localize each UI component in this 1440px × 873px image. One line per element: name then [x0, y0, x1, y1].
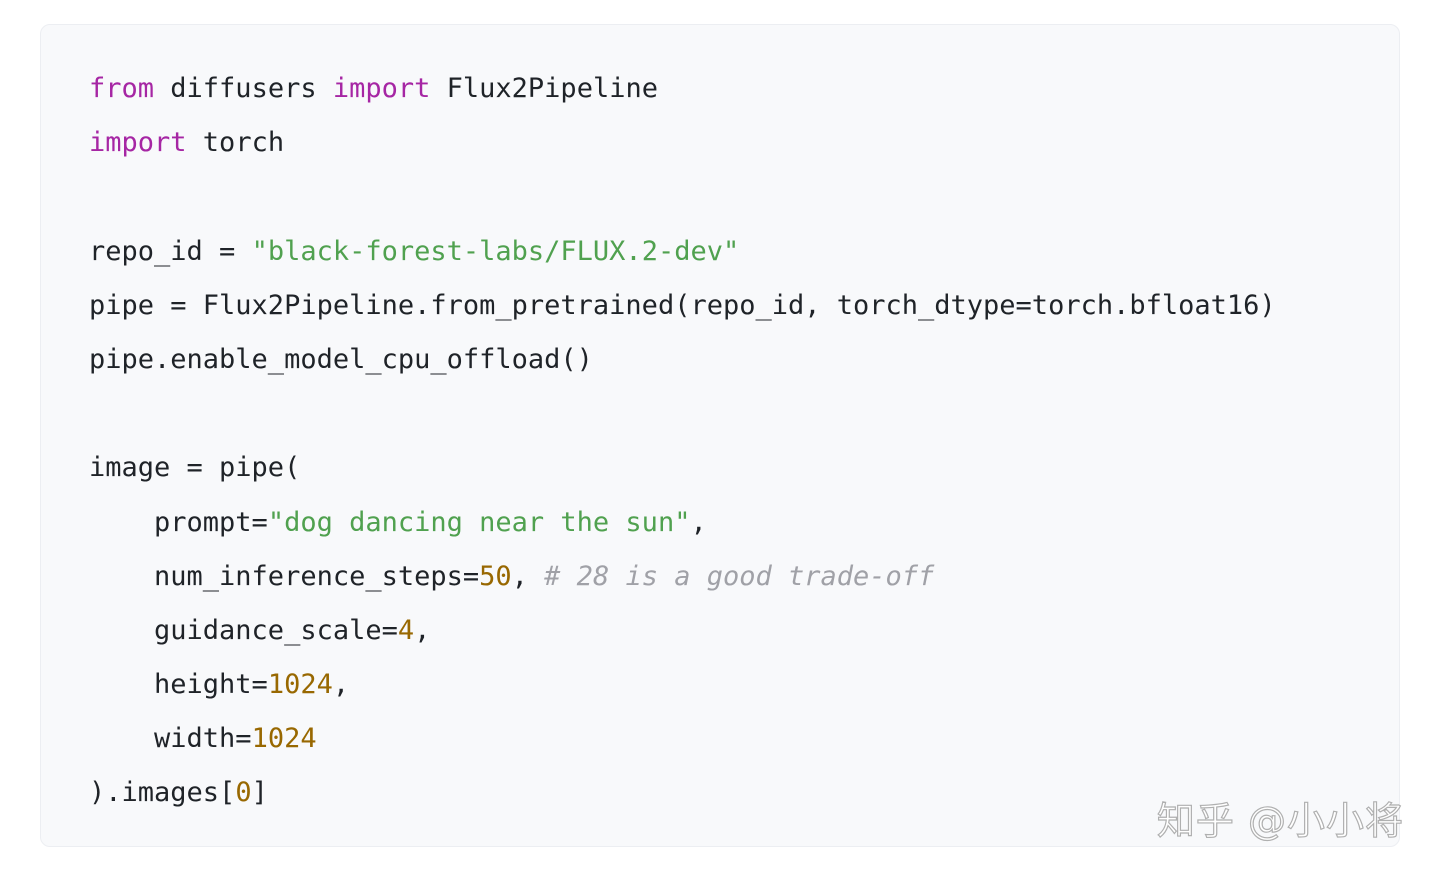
code-token: ,: [332, 669, 350, 701]
number-token: 50: [479, 560, 512, 592]
code-token: ]: [251, 777, 268, 809]
number-token: 1024: [267, 669, 333, 701]
code-line: pipe = Flux2Pipeline.from_pretrained(rep…: [89, 279, 1276, 333]
code-token: ,: [511, 560, 545, 592]
code-token: repo_id =: [89, 235, 252, 267]
code-line: image = pipe(: [89, 441, 1276, 495]
code-token: diffusers: [154, 73, 333, 104]
code-line: width=1024: [89, 712, 1276, 766]
watermark: 知乎 @小小将: [1156, 798, 1404, 843]
keyword-token: from: [89, 73, 155, 104]
code-token: prompt=: [89, 506, 268, 538]
code-line: prompt="dog dancing near the sun",: [89, 496, 1276, 550]
keyword-token: import: [332, 73, 431, 104]
code-token: pipe = Flux2Pipeline.from_pretrained(rep…: [89, 289, 1276, 321]
code-token: ,: [690, 506, 707, 538]
string-token: "black-forest-labs/FLUX.2-dev": [251, 235, 740, 267]
comment-token: # 28 is a good trade-off: [544, 560, 935, 592]
string-token: "dog dancing near the sun": [267, 506, 691, 538]
code-line: [89, 170, 1276, 224]
code-token: guidance_scale=: [89, 614, 398, 646]
code-line: ).images[0]: [89, 766, 1276, 820]
code-token: ,: [414, 614, 431, 646]
code-line: repo_id = "black-forest-labs/FLUX.2-dev": [89, 225, 1276, 279]
code-token: torch: [186, 127, 285, 159]
code-token: ).images[: [89, 777, 236, 809]
code-line: [89, 387, 1276, 441]
code-token: pipe.enable_model_cpu_offload(): [89, 343, 593, 375]
code-line: from diffusers import Flux2Pipeline: [89, 62, 1276, 116]
code-line: guidance_scale=4,: [89, 604, 1276, 658]
code-token: num_inference_steps=: [89, 560, 480, 592]
number-token: 4: [397, 614, 415, 646]
code-token: width=: [89, 723, 252, 755]
number-token: 0: [235, 777, 252, 809]
number-token: 1024: [251, 723, 317, 755]
code-token: image = pipe(: [89, 452, 301, 484]
code-token: height=: [89, 669, 268, 701]
code-line: pipe.enable_model_cpu_offload(): [89, 333, 1276, 387]
code-line: import torch: [89, 116, 1276, 170]
code-line: height=1024,: [89, 658, 1276, 712]
keyword-token: import: [89, 127, 187, 159]
code-line: num_inference_steps=50, # 28 is a good t…: [89, 550, 1276, 604]
code-token: Flux2Pipeline: [430, 73, 658, 104]
